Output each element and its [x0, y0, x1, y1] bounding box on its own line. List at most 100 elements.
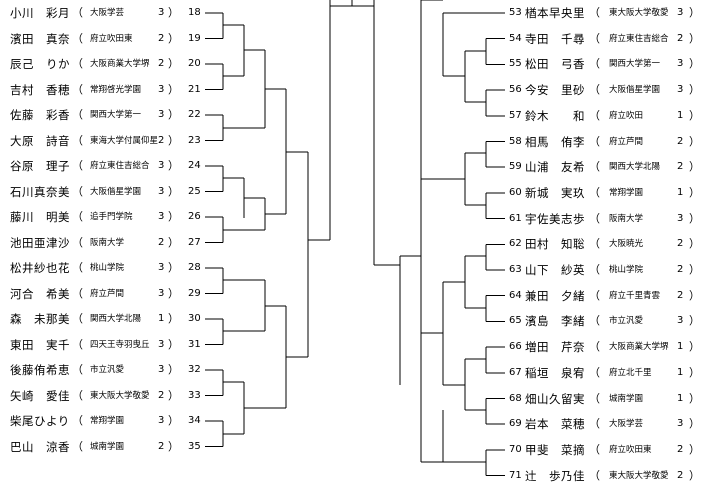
- entry-school: 府立東住吉総合: [609, 33, 669, 44]
- close-paren: ）: [168, 235, 179, 249]
- entry-seed-number: 66: [509, 341, 522, 353]
- entry-name: 辰己 りか: [10, 57, 70, 71]
- close-paren: ）: [689, 468, 700, 482]
- entry-school: 大阪偕星学園: [90, 186, 142, 197]
- entry-grade: 3: [158, 211, 165, 222]
- close-paren: ）: [168, 133, 179, 147]
- close-paren: ）: [168, 6, 179, 19]
- entry-name: 矢崎 愛佳: [10, 388, 70, 403]
- open-paren: （: [589, 365, 600, 379]
- open-paren: （: [72, 261, 83, 274]
- entry-name: 岩本 菜穂: [525, 417, 585, 432]
- entry-grade: 2: [677, 443, 684, 455]
- entry-school: 府立東住吉総合: [90, 161, 150, 171]
- entry-grade: 3: [677, 418, 684, 430]
- entry-grade: 3: [158, 262, 165, 273]
- entry-grade: 2: [677, 238, 684, 250]
- entry-grade: 3: [158, 364, 165, 375]
- entry-name: 濱島 李緒: [525, 314, 585, 329]
- open-paren: （: [72, 108, 83, 121]
- entry-grade: 1: [158, 313, 165, 324]
- entry-school: 府立千里青雲: [609, 290, 661, 301]
- entry-grade: 2: [158, 440, 165, 452]
- close-paren: ）: [168, 337, 179, 351]
- entry-grade: 3: [158, 185, 165, 197]
- close-paren: ）: [689, 211, 700, 225]
- open-paren: （: [72, 363, 83, 376]
- open-paren: （: [72, 57, 83, 70]
- entry-school: 関西大学北陽: [90, 314, 142, 324]
- close-paren: ）: [689, 340, 700, 354]
- open-paren: （: [72, 414, 83, 427]
- entry-seed-number: 26: [188, 211, 201, 222]
- entry-school: 四天王寺羽曳丘: [90, 339, 150, 350]
- close-paren: ）: [689, 442, 700, 456]
- close-paren: ）: [168, 159, 179, 172]
- entry-school: 市立汎愛: [90, 365, 125, 375]
- entry-name: 辻 歩乃佳: [525, 468, 585, 483]
- close-paren: ）: [168, 261, 179, 274]
- entry-seed-number: 18: [188, 7, 201, 18]
- close-paren: ）: [168, 57, 179, 70]
- open-paren: （: [589, 211, 600, 225]
- entry-name: 吉村 香穂: [10, 82, 70, 97]
- entry-seed-number: 61: [509, 212, 522, 224]
- entry-school: 桃山学院: [90, 263, 125, 273]
- close-paren: ）: [689, 263, 700, 276]
- entry-school: 大阪暁光: [609, 239, 644, 250]
- entry-seed-number: 60: [509, 186, 522, 198]
- entry-grade: 2: [677, 469, 684, 481]
- close-paren: ）: [168, 363, 179, 376]
- close-paren: ）: [689, 134, 700, 148]
- open-paren: （: [72, 133, 83, 147]
- entry-name: 東田 実千: [10, 337, 70, 352]
- open-paren: （: [589, 185, 600, 199]
- close-paren: ）: [689, 185, 700, 199]
- close-paren: ）: [689, 314, 700, 328]
- entry-grade: 3: [677, 7, 684, 18]
- entry-grade: 2: [158, 389, 165, 401]
- close-paren: ）: [689, 57, 700, 71]
- entry-seed-number: 58: [509, 135, 522, 147]
- entry-seed-number: 54: [509, 32, 522, 44]
- entry-grade: 1: [677, 392, 684, 404]
- open-paren: （: [72, 159, 83, 172]
- open-paren: （: [72, 210, 83, 223]
- close-paren: ）: [689, 288, 700, 302]
- open-paren: （: [72, 312, 83, 325]
- entry-grade: 2: [158, 134, 165, 146]
- entry-seed-number: 29: [188, 287, 201, 299]
- entry-grade: 3: [158, 287, 165, 299]
- entry-name: 寺田 千尋: [525, 31, 585, 46]
- entry-name: 松井紗也花: [10, 261, 70, 275]
- close-paren: ）: [168, 388, 179, 402]
- entry-name: 新城 実玖: [525, 185, 585, 200]
- open-paren: （: [589, 442, 600, 456]
- entry-seed-number: 19: [188, 32, 201, 44]
- entry-name: 松田 弓香: [525, 57, 585, 72]
- entry-name: 谷原 理子: [10, 159, 70, 173]
- entry-seed-number: 63: [509, 264, 522, 275]
- close-paren: ）: [689, 108, 700, 122]
- open-paren: （: [72, 6, 83, 19]
- entry-school: 東大阪大学敬愛: [609, 8, 669, 18]
- entry-seed-number: 20: [188, 58, 201, 69]
- close-paren: ）: [168, 312, 179, 325]
- entry-name: 濱田 真奈: [10, 31, 70, 46]
- entry-school: 阪南大学: [90, 237, 125, 248]
- entry-school: 追手門学院: [90, 212, 133, 222]
- entry-seed-number: 62: [509, 238, 522, 250]
- entry-grade: 2: [677, 161, 684, 173]
- open-paren: （: [72, 439, 83, 453]
- entry-name: 鈴木 和: [525, 108, 585, 123]
